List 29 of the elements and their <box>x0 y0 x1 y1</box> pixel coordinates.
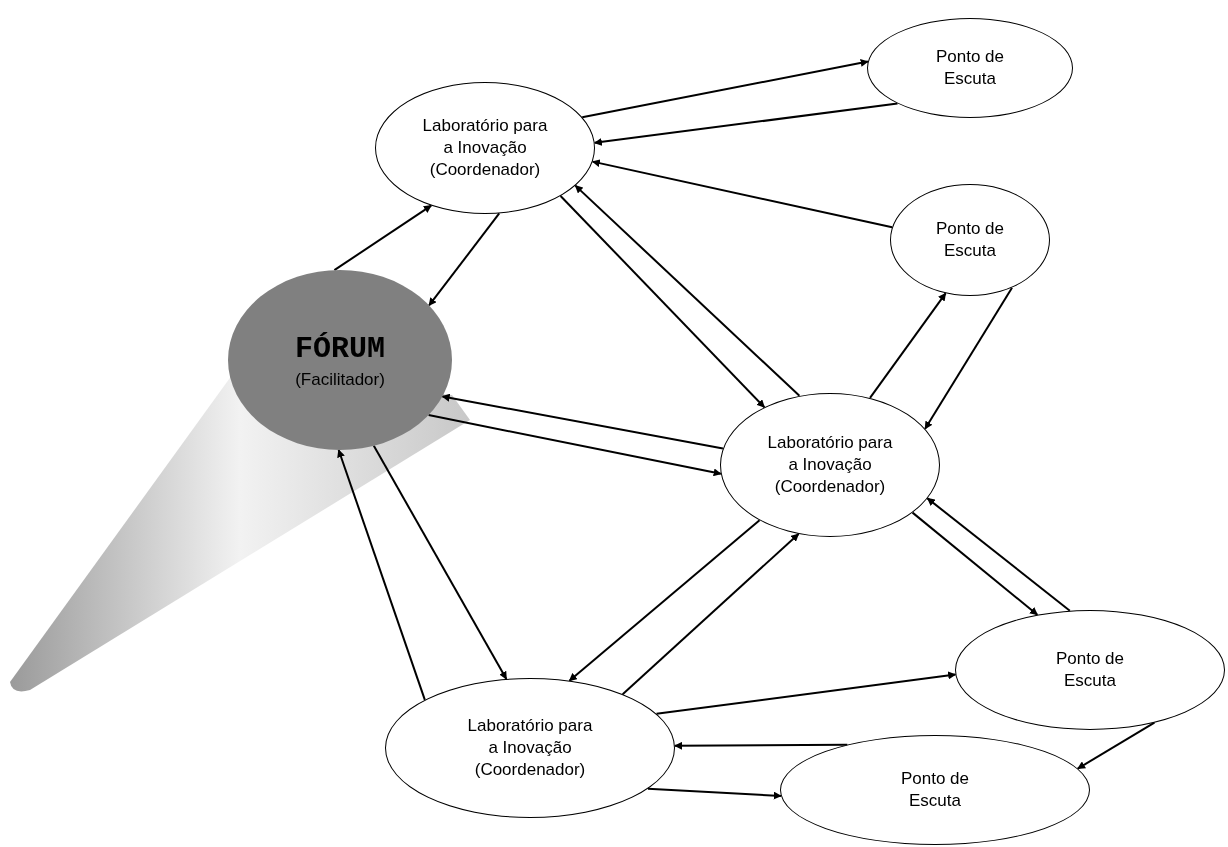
arrow <box>333 204 433 272</box>
arrow <box>911 511 1039 616</box>
arrow <box>673 741 849 750</box>
node-label: Laboratório para a Inovação (Coordenador) <box>766 432 894 498</box>
node-label: Ponto de Escuta <box>934 218 1006 262</box>
arrow <box>574 184 801 397</box>
node-label: Laboratório para a Inovação (Coordenador) <box>421 115 549 181</box>
arrow <box>428 212 501 307</box>
arrow <box>441 393 724 450</box>
arrow <box>337 449 426 701</box>
node-label: Ponto de Escuta <box>934 46 1006 90</box>
arrow <box>581 59 869 119</box>
arrow <box>559 194 766 409</box>
node-label: Laboratório para a Inovação (Coordenador) <box>466 715 594 781</box>
arrow <box>621 533 800 696</box>
arrow <box>568 519 761 682</box>
role-text: (Facilitador) <box>295 369 385 391</box>
node-label: Ponto de Escuta <box>1054 648 1126 692</box>
arrow <box>646 787 782 800</box>
arrow <box>372 444 508 680</box>
title-text: FÓRUM <box>295 331 385 368</box>
arrow <box>593 102 899 146</box>
arrow <box>1076 721 1156 770</box>
arrow <box>924 286 1013 430</box>
node-label: Ponto de Escuta <box>899 768 971 812</box>
arrow <box>655 671 957 715</box>
arrow <box>591 159 894 229</box>
arrow <box>869 292 947 399</box>
arrow <box>926 497 1071 612</box>
